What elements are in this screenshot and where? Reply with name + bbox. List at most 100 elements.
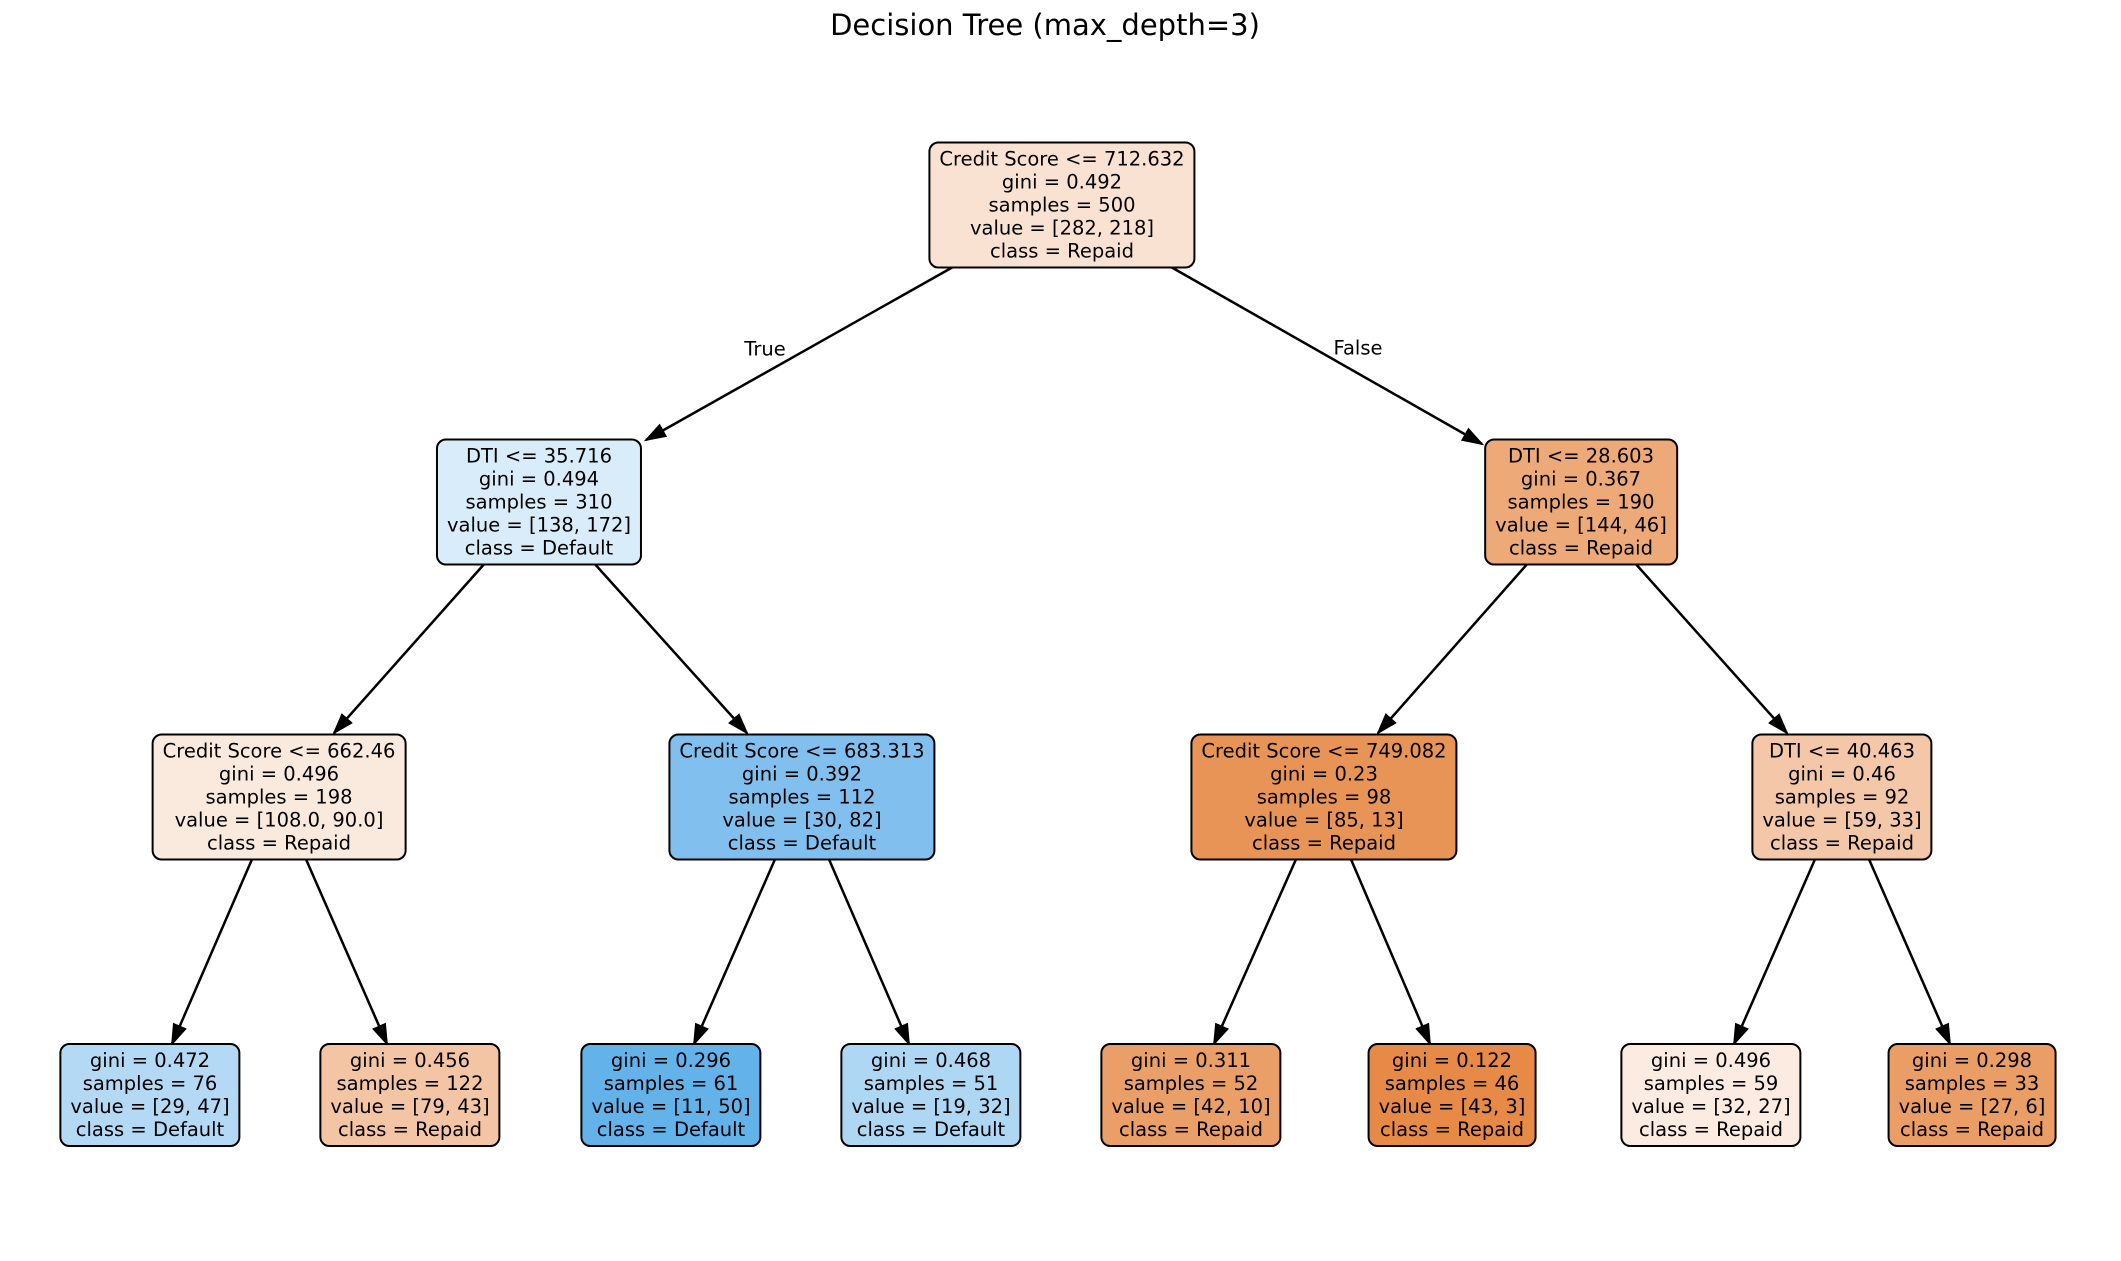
tree-leaf-1: gini = 0.472 samples = 76 value = [29, 4…: [59, 1043, 241, 1147]
node-samples: samples = 51: [863, 1072, 999, 1095]
node-gini: gini = 0.456: [349, 1049, 471, 1072]
node-value: value = [85, 13]: [1244, 808, 1404, 832]
node-condition: Credit Score <= 662.46: [162, 739, 396, 763]
edge-l3-d-to-leaf7: [1732, 856, 1818, 1047]
node-gini: gini = 0.496: [1650, 1049, 1772, 1072]
node-gini: gini = 0.472: [89, 1049, 211, 1072]
node-class-label: class = Default: [856, 1118, 1006, 1141]
node-class-label: class = Repaid: [1900, 1118, 2044, 1141]
node-condition: Credit Score <= 712.632: [939, 147, 1185, 171]
edge-l2-right-to-l3-c: [1376, 561, 1530, 735]
tree-leaf-5: gini = 0.311 samples = 52 value = [42, 1…: [1100, 1043, 1282, 1147]
node-class-label: class = Repaid: [1119, 1118, 1263, 1141]
node-gini: gini = 0.367: [1520, 467, 1642, 491]
node-gini: gini = 0.296: [610, 1049, 732, 1072]
edge-l3-b-to-leaf4: [826, 856, 911, 1047]
node-samples: samples = 76: [82, 1072, 218, 1095]
node-gini: gini = 0.392: [741, 762, 863, 786]
tree-leaf-6: gini = 0.122 samples = 46 value = [43, 3…: [1367, 1043, 1537, 1147]
node-gini: gini = 0.23: [1270, 762, 1378, 786]
node-gini: gini = 0.468: [870, 1049, 992, 1072]
node-condition: Credit Score <= 749.082: [1201, 739, 1447, 763]
node-samples: samples = 33: [1904, 1072, 2040, 1095]
node-samples: samples = 198: [205, 785, 353, 809]
node-value: value = [144, 46]: [1495, 513, 1667, 537]
tree-leaf-2: gini = 0.456 samples = 122 value = [79, …: [319, 1043, 501, 1147]
node-samples: samples = 61: [603, 1072, 739, 1095]
node-samples: samples = 112: [728, 785, 876, 809]
node-condition: DTI <= 28.603: [1508, 444, 1654, 468]
node-value: value = [27, 6]: [1898, 1095, 2046, 1118]
node-samples: samples = 98: [1256, 785, 1392, 809]
node-value: value = [108.0, 90.0]: [174, 808, 384, 832]
node-gini: gini = 0.494: [478, 467, 600, 491]
node-samples: samples = 122: [336, 1072, 484, 1095]
node-class-label: class = Default: [727, 831, 877, 855]
node-gini: gini = 0.122: [1391, 1049, 1513, 1072]
tree-node-l2-right: DTI <= 28.603 gini = 0.367 samples = 190…: [1484, 438, 1678, 566]
tree-node-l2-left: DTI <= 35.716 gini = 0.494 samples = 310…: [435, 438, 643, 566]
node-gini: gini = 0.298: [1911, 1049, 2033, 1072]
edge-l3-c-to-leaf5: [1212, 856, 1299, 1047]
node-value: value = [42, 10]: [1111, 1095, 1271, 1118]
edge-root-to-l2-left: [643, 265, 954, 442]
node-class-label: class = Default: [596, 1118, 746, 1141]
node-value: value = [32, 27]: [1631, 1095, 1791, 1118]
node-value: value = [11, 50]: [591, 1095, 751, 1118]
node-class-label: class = Default: [75, 1118, 225, 1141]
node-samples: samples = 500: [988, 193, 1136, 217]
tree-leaf-4: gini = 0.468 samples = 51 value = [19, 3…: [840, 1043, 1022, 1147]
tree-leaf-8: gini = 0.298 samples = 33 value = [27, 6…: [1887, 1043, 2057, 1147]
node-gini: gini = 0.492: [1001, 170, 1123, 194]
node-class-label: class = Repaid: [1639, 1118, 1783, 1141]
node-value: value = [43, 3]: [1378, 1095, 1526, 1118]
plot-title: Decision Tree (max_depth=3): [830, 8, 1260, 42]
tree-node-l3-c: Credit Score <= 749.082 gini = 0.23 samp…: [1190, 733, 1458, 861]
node-class-label: class = Repaid: [1770, 831, 1914, 855]
node-value: value = [138, 172]: [446, 513, 632, 537]
node-gini: gini = 0.496: [218, 762, 340, 786]
tree-leaf-3: gini = 0.296 samples = 61 value = [11, 5…: [580, 1043, 762, 1147]
tree-node-l3-a: Credit Score <= 662.46 gini = 0.496 samp…: [151, 733, 407, 861]
edge-label-false: False: [1333, 336, 1383, 360]
node-samples: samples = 190: [1507, 490, 1655, 514]
edge-l3-a-to-leaf2: [303, 856, 389, 1047]
node-samples: samples = 92: [1774, 785, 1910, 809]
edge-root-to-l2-right: [1170, 265, 1485, 446]
node-samples: samples = 52: [1123, 1072, 1259, 1095]
node-class-label: class = Repaid: [1380, 1118, 1524, 1141]
node-class-label: class = Default: [464, 536, 614, 560]
edge-l2-right-to-l3-d: [1633, 561, 1789, 735]
edge-l3-d-to-leaf8: [1866, 856, 1952, 1047]
node-class-label: class = Repaid: [1509, 536, 1653, 560]
node-value: value = [59, 33]: [1762, 808, 1922, 832]
node-class-label: class = Repaid: [207, 831, 351, 855]
node-condition: Credit Score <= 683.313: [679, 739, 925, 763]
node-class-label: class = Repaid: [338, 1118, 482, 1141]
node-gini: gini = 0.46: [1788, 762, 1896, 786]
edge-l3-b-to-leaf3: [692, 856, 778, 1047]
node-value: value = [79, 43]: [330, 1095, 490, 1118]
node-samples: samples = 46: [1384, 1072, 1520, 1095]
edge-l3-c-to-leaf6: [1348, 856, 1432, 1047]
node-value: value = [282, 218]: [969, 216, 1155, 240]
node-class-label: class = Repaid: [1252, 831, 1396, 855]
tree-node-l3-b: Credit Score <= 683.313 gini = 0.392 sam…: [668, 733, 936, 861]
node-condition: DTI <= 40.463: [1769, 739, 1915, 763]
tree-node-l3-d: DTI <= 40.463 gini = 0.46 samples = 92 v…: [1751, 733, 1933, 861]
edge-label-true: True: [744, 337, 786, 361]
node-class-label: class = Repaid: [990, 239, 1134, 263]
edge-l2-left-to-l3-a: [332, 561, 487, 735]
node-value: value = [30, 82]: [722, 808, 882, 832]
node-value: value = [19, 32]: [851, 1095, 1011, 1118]
node-samples: samples = 59: [1643, 1072, 1779, 1095]
node-samples: samples = 310: [465, 490, 613, 514]
node-gini: gini = 0.311: [1130, 1049, 1252, 1072]
node-value: value = [29, 47]: [70, 1095, 230, 1118]
tree-leaf-7: gini = 0.496 samples = 59 value = [32, 2…: [1620, 1043, 1802, 1147]
edge-l3-a-to-leaf1: [170, 856, 255, 1047]
edge-l2-left-to-l3-b: [592, 561, 749, 735]
node-condition: DTI <= 35.716: [466, 444, 612, 468]
